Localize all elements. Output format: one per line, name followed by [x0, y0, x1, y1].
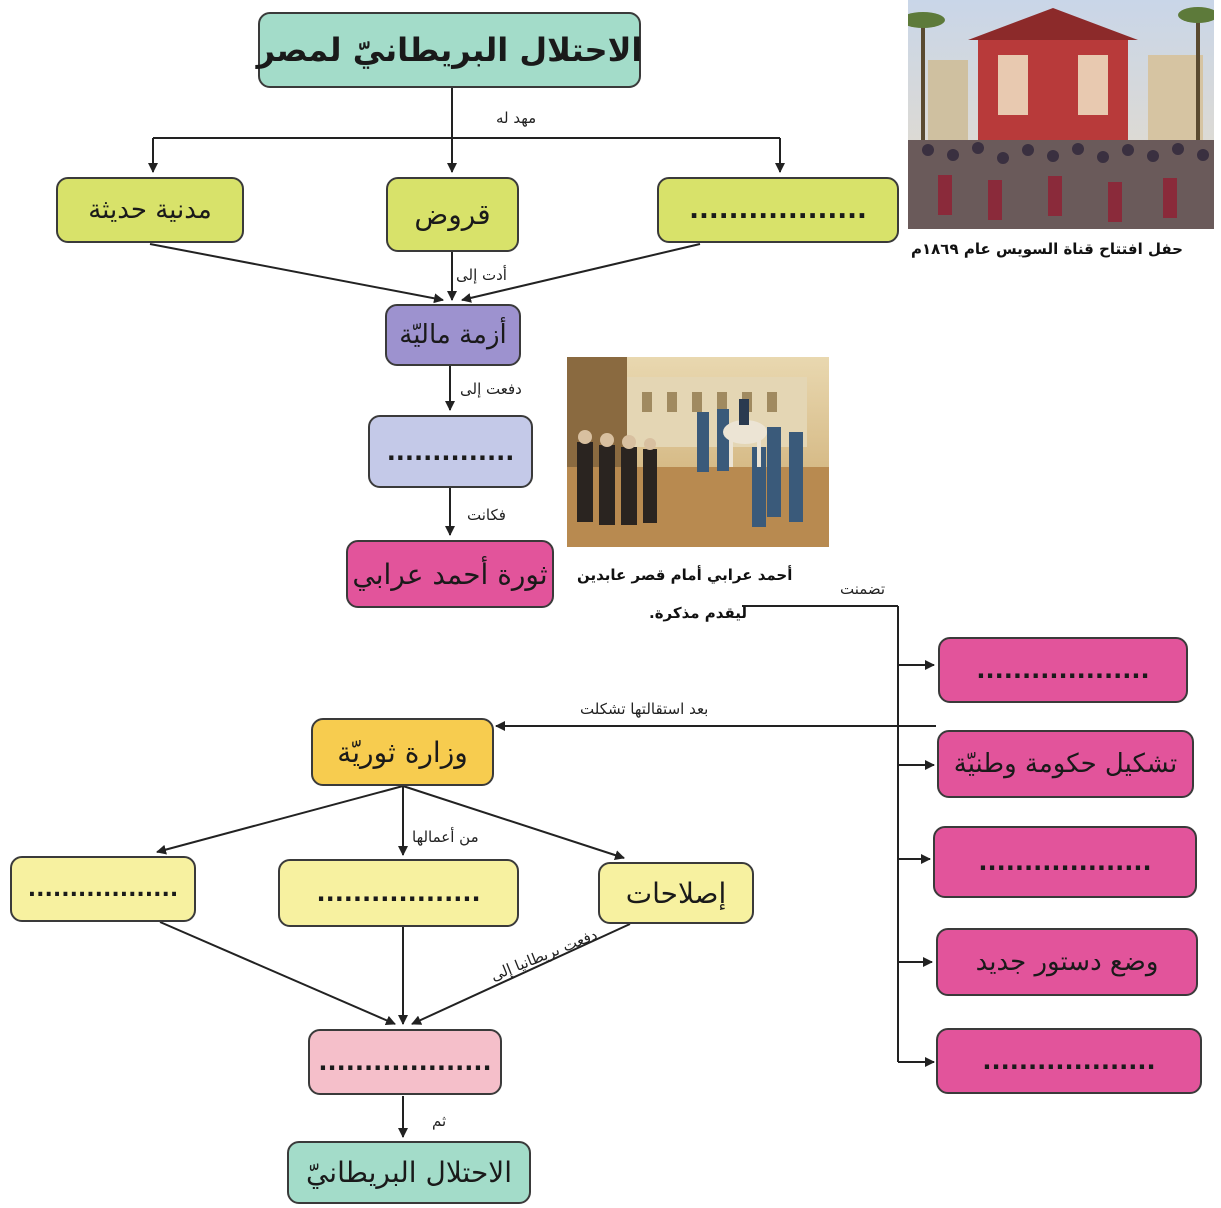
node-work-blank-left: ..................: [10, 856, 196, 922]
label-after-resignation: بعد استقالتها تشكلت: [580, 700, 709, 718]
label-pushed-to: دفعت إلى: [460, 380, 522, 398]
caption-suez: حفل افتتاح قناة السويس عام ١٨٦٩م: [911, 240, 1183, 258]
node-reforms: إصلاحات: [598, 862, 754, 924]
node-urabi-revolt: ثورة أحمد عرابي: [346, 540, 554, 608]
abdeen-image: [567, 357, 829, 547]
node-work-blank-middle: ..................: [278, 859, 519, 927]
node-financial-crisis: أزمة ماليّة: [385, 304, 521, 366]
node-loans: قروض: [386, 177, 519, 252]
node-final-occupation: الاحتلال البريطانيّ: [287, 1141, 531, 1204]
node-revolutionary-ministry: وزارة ثوريّة: [311, 718, 494, 786]
node-demand-3: ...................: [933, 826, 1197, 898]
node-demand-4: وضع دستور جديد: [936, 928, 1198, 996]
node-pushed-blank: ..............: [368, 415, 533, 488]
label-included: تضمنت: [840, 580, 886, 598]
label-so-was: فكانت: [467, 506, 506, 524]
node-cause-blank: ..................: [657, 177, 899, 243]
node-demand-1: ...................: [938, 637, 1188, 703]
node-title: الاحتلال البريطانيّ لمصر: [257, 12, 642, 88]
node-demand-2: تشكيل حكومة وطنيّة: [937, 730, 1194, 798]
caption-abdeen-line1: أحمد عرابي أمام قصر عابدين: [577, 566, 793, 584]
label-of-its-works: من أعمالها: [412, 828, 479, 846]
label-then: ثم: [432, 1112, 447, 1130]
node-demand-5: ...................: [936, 1028, 1202, 1094]
label-paved-for: مهد له: [496, 109, 537, 127]
suez-opening-image: [908, 0, 1214, 229]
caption-abdeen-line2: ليقدم مذكرة.: [649, 604, 747, 622]
label-led-to: أدت إلى: [456, 266, 507, 284]
node-modern-civilization: مدنية حديثة: [56, 177, 244, 243]
node-result-blank: ...................: [308, 1029, 502, 1095]
